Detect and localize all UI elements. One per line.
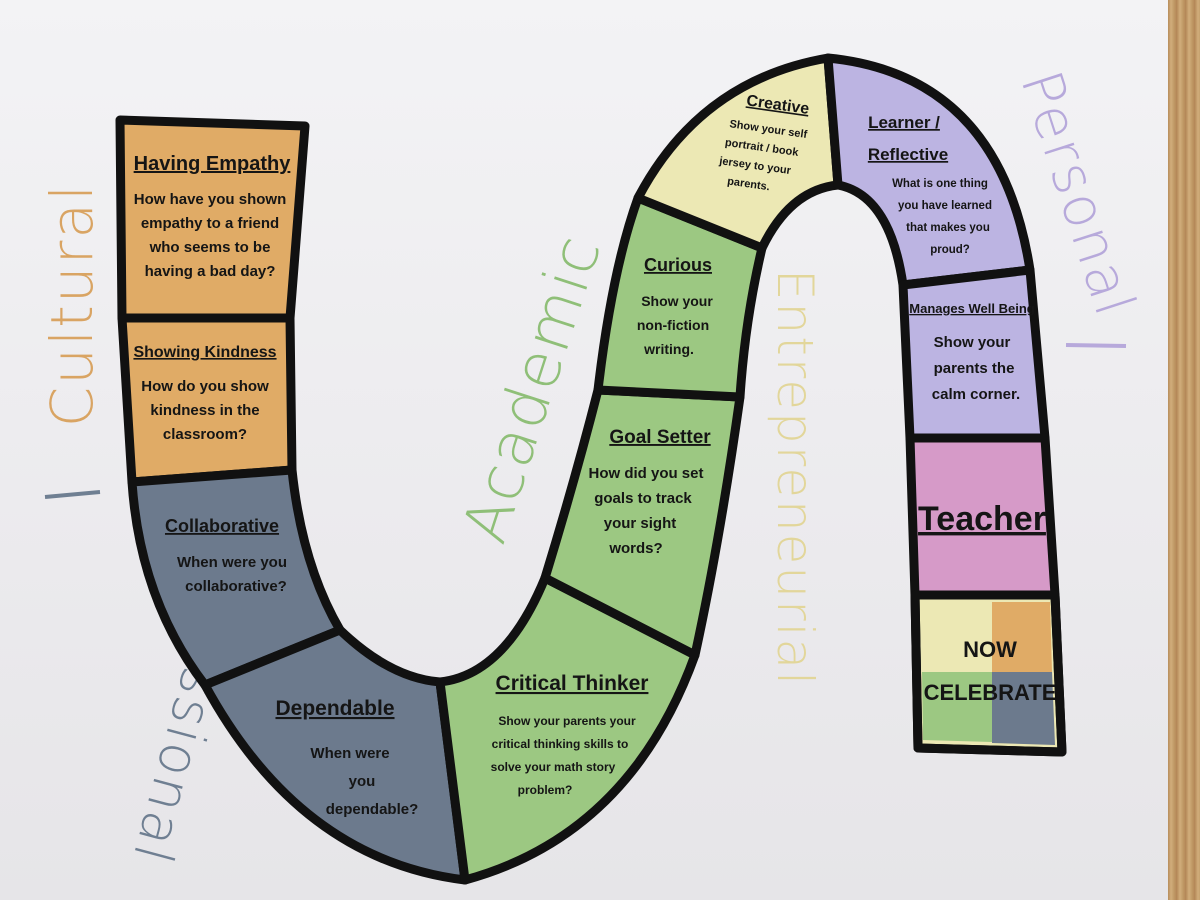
- text-dependable: Dependable When were you dependable?: [275, 697, 418, 818]
- line-goal-2: goals to track: [594, 490, 692, 507]
- text-collaborative: Collaborative When were you collaborativ…: [165, 516, 287, 595]
- finish-quadrants: [910, 590, 1067, 757]
- line-empathy-1: How have you shown: [134, 191, 287, 208]
- text-showing-kindness: Showing Kindness How do you show kindnes…: [133, 344, 276, 443]
- line-dependable-2: you: [349, 773, 376, 790]
- line-collaborative-1: When were you: [177, 554, 287, 571]
- line-goal-1: How did you set: [588, 465, 703, 482]
- finish-now-text: NOW: [963, 637, 1017, 662]
- finish-quadrant-slate: [992, 672, 1055, 745]
- line-critical-1: Show your parents your: [498, 714, 636, 728]
- title-critical-thinker: Critical Thinker: [496, 672, 649, 695]
- line-dependable-1: When were: [310, 745, 389, 762]
- title-teacher: Teacher: [918, 500, 1046, 538]
- tile-creative: [633, 53, 843, 253]
- title-showing-kindness: Showing Kindness: [133, 344, 276, 361]
- line-kindness-2: kindness in the: [150, 402, 259, 419]
- line-dependable-3: dependable?: [326, 801, 419, 818]
- text-manages-well-being: Manages Well Being Show your parents the…: [909, 301, 1035, 403]
- line-kindness-1: How do you show: [141, 378, 269, 395]
- finish-quadrant-orange: [992, 602, 1052, 672]
- title-reflective: Reflective: [868, 145, 948, 164]
- tile-critical-thinker: [435, 573, 700, 885]
- line-critical-4: problem?: [518, 783, 573, 797]
- tile-showing-kindness: [117, 313, 297, 487]
- line-goal-3: your sight: [604, 515, 677, 532]
- tile-manages-well-being: [898, 265, 1050, 443]
- line-wellbeing-2: parents the: [934, 360, 1015, 377]
- divider-line-right: [1065, 343, 1127, 348]
- tile-learner-reflective: [823, 53, 1035, 290]
- line-curious-1: Show your: [641, 293, 713, 309]
- text-curious: Curious Show your non-fiction writing.: [637, 255, 713, 357]
- finish-celebrate-text: CELEBRATE: [924, 680, 1057, 705]
- line-wellbeing-1: Show your: [934, 334, 1011, 351]
- line-empathy-3: who seems to be: [149, 239, 271, 256]
- line-wellbeing-3: calm corner.: [932, 386, 1020, 403]
- line-empathy-4: having a bad day?: [145, 263, 276, 280]
- line-creative-4: parents.: [726, 175, 770, 193]
- title-manages-well-being: Manages Well Being: [909, 301, 1035, 316]
- tile-goal-setter: [540, 385, 745, 660]
- line-learner-1: What is one thing: [892, 178, 988, 190]
- finish-quadrant-green: [922, 672, 992, 742]
- finish-border: [910, 590, 1067, 757]
- line-kindness-3: classroom?: [163, 426, 247, 443]
- text-critical-thinker: Critical Thinker Show your parents your …: [491, 672, 649, 797]
- category-entrepreneurial: Entrepreneurial: [766, 269, 824, 687]
- line-curious-3: writing.: [643, 341, 694, 357]
- title-goal-setter: Goal Setter: [609, 427, 711, 448]
- board-path: [115, 53, 1067, 885]
- line-curious-2: non-fiction: [637, 317, 709, 333]
- line-learner-2: you have learned: [898, 200, 992, 212]
- line-empathy-2: empathy to a friend: [141, 215, 279, 232]
- line-learner-4: proud?: [930, 244, 970, 256]
- line-critical-2: critical thinking skills to: [492, 737, 629, 751]
- title-learner: Learner /: [868, 113, 940, 132]
- text-learner-reflective: Learner / Reflective What is one thing y…: [868, 113, 992, 256]
- title-curious: Curious: [644, 255, 712, 275]
- title-having-empathy: Having Empathy: [134, 153, 292, 175]
- line-collaborative-2: collaborative?: [185, 578, 287, 595]
- title-collaborative: Collaborative: [165, 516, 279, 536]
- text-having-empathy: Having Empathy How have you shown empath…: [134, 153, 292, 280]
- tile-dependable: [200, 625, 470, 885]
- line-learner-3: that makes you: [906, 222, 990, 234]
- category-cultural: Cultural: [38, 183, 106, 427]
- title-dependable: Dependable: [275, 697, 394, 720]
- wood-table-edge: [1168, 0, 1200, 900]
- line-critical-3: solve your math story: [491, 760, 616, 774]
- line-goal-4: words?: [608, 540, 662, 557]
- divider-line-left: [44, 490, 101, 499]
- text-goal-setter: Goal Setter How did you set goals to tra…: [588, 427, 711, 557]
